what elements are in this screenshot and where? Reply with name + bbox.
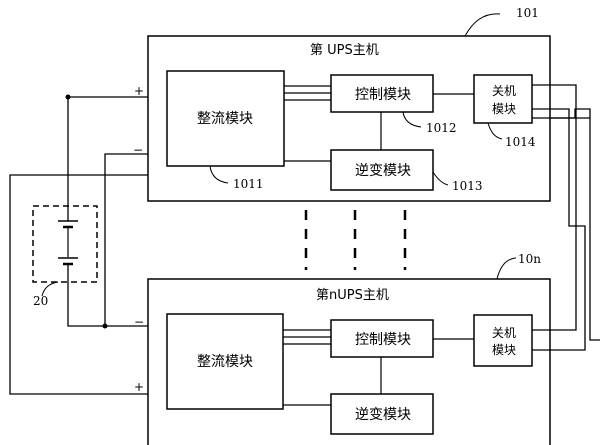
battery-dashed-frame bbox=[32, 205, 98, 283]
external-wiring bbox=[9, 84, 600, 395]
upper-shutdown-label-2: 模块 bbox=[492, 102, 516, 116]
battery-leader bbox=[41, 281, 59, 297]
lower-plus-sign: + bbox=[134, 380, 144, 394]
upper-rectifier-label: 整流模块 bbox=[197, 111, 253, 127]
upper-rectifier-ref: 1011 bbox=[233, 177, 264, 191]
lower-ups-unit: 第nUPS主机 10n 整流模块 控制模块 逆变模块 关机 模块 bbox=[147, 252, 551, 445]
battery-unit: 20 bbox=[32, 205, 98, 308]
upper-minus-sign: − bbox=[133, 143, 143, 157]
upper-control-leader bbox=[402, 111, 422, 128]
lower-ups-leader bbox=[496, 257, 517, 280]
lower-shutdown-label-1: 关机 bbox=[492, 326, 516, 340]
lower-ups-frame bbox=[147, 278, 551, 445]
lower-ups-title: 第nUPS主机 bbox=[316, 288, 389, 303]
upper-ups-title: 第 UPS主机 bbox=[310, 43, 379, 58]
lower-shutdown-box bbox=[473, 314, 533, 367]
lower-minus-sign: − bbox=[134, 315, 144, 329]
upper-control-label: 控制模块 bbox=[355, 87, 411, 103]
upper-ups-unit: 第 UPS主机 101 整流模块 1011 控制模块 1012 逆变模块 101… bbox=[147, 6, 551, 202]
upper-shutdown-box bbox=[473, 74, 533, 124]
lower-inverter-label: 逆变模块 bbox=[355, 407, 411, 423]
lower-control-label: 控制模块 bbox=[355, 332, 411, 348]
upper-inverter-box bbox=[330, 149, 434, 191]
lower-shutdown-label-2: 模块 bbox=[492, 343, 516, 357]
wire-junctions bbox=[65, 94, 108, 329]
upper-shutdown-leader bbox=[487, 122, 503, 140]
lower-inverter-box bbox=[330, 393, 434, 435]
lower-ups-ref: 10n bbox=[518, 252, 541, 266]
polarity-signs: + − − + bbox=[133, 84, 144, 394]
upper-rectifier-box bbox=[166, 70, 285, 167]
upper-ups-ref: 101 bbox=[516, 6, 539, 20]
lower-rectifier-label: 整流模块 bbox=[197, 354, 253, 370]
upper-shutdown-label-1: 关机 bbox=[492, 84, 516, 98]
upper-inverter-leader bbox=[432, 171, 449, 186]
upper-rectifier-leader bbox=[209, 165, 229, 184]
upper-inverter-ref: 1013 bbox=[452, 179, 483, 193]
lower-rectifier-box bbox=[166, 313, 284, 410]
upper-plus-sign: + bbox=[134, 84, 144, 98]
upper-ups-leader bbox=[464, 13, 501, 37]
upper-control-ref: 1012 bbox=[426, 121, 457, 135]
ellipsis-dashes bbox=[304, 210, 407, 270]
upper-inverter-label: 逆变模块 bbox=[355, 163, 411, 179]
upper-shutdown-ref: 1014 bbox=[505, 135, 536, 149]
battery-ref: 20 bbox=[33, 294, 48, 308]
